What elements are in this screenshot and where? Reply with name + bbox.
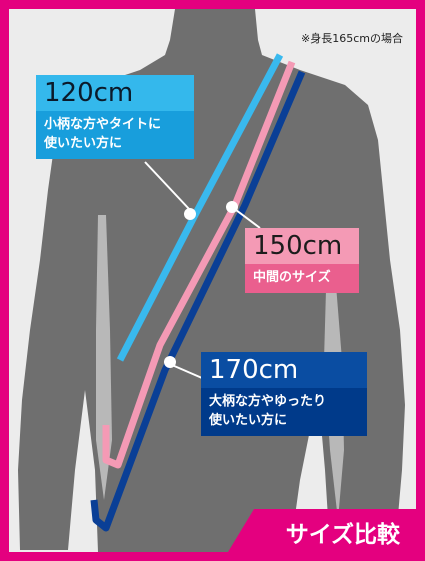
connector-120cm [144,161,191,211]
callout-120cm-desc: 小柄な方やタイトに 使いたい方に [36,111,194,159]
callout-120cm-size: 120cm [36,75,194,111]
callout-170cm: 170cm 大柄な方やゆったり 使いたい方に [201,352,367,436]
callout-170cm-size: 170cm [201,352,367,388]
callout-120cm-desc-line2: 使いたい方に [44,136,123,151]
marker-150cm [226,201,238,213]
callout-170cm-desc: 大柄な方やゆったり 使いたい方に [201,388,367,436]
callout-150cm: 150cm 中間のサイズ [245,228,359,293]
connector-170cm [171,364,203,379]
strap-150cm [102,60,296,469]
top-notch-accent [245,0,305,9]
callout-120cm: 120cm 小柄な方やタイトに 使いたい方に [36,75,194,159]
size-comparison-badge: サイズ比較 [228,509,416,552]
callout-150cm-size: 150cm [245,228,359,264]
marker-120cm [184,208,196,220]
height-note: ※身長165cmの場合 [301,32,403,45]
marker-170cm [164,356,176,368]
strap-170cm [90,70,306,532]
callout-170cm-desc-line2: 使いたい方に [209,413,288,428]
callout-150cm-desc: 中間のサイズ [245,264,359,293]
size-comparison-label: サイズ比較 [285,522,400,548]
callout-170cm-desc-line1: 大柄な方やゆったり [209,394,327,409]
callout-120cm-desc-line1: 小柄な方やタイトに [44,117,162,132]
